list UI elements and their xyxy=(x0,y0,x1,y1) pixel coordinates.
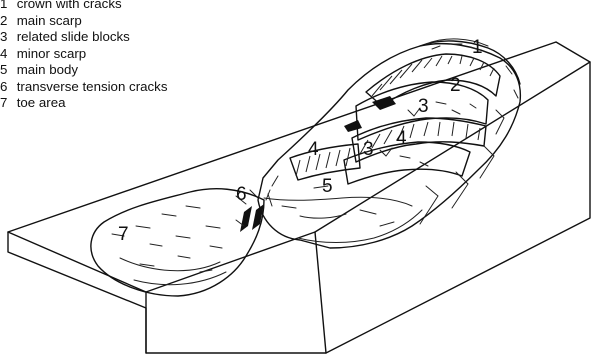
legend-item: 4 minor scarp xyxy=(0,46,167,63)
legend-item: 7 toe area xyxy=(0,95,167,112)
legend-label: toe area xyxy=(17,95,66,110)
callout-minor-scarp-left: 4 xyxy=(308,139,319,160)
minor-scarp-left xyxy=(290,144,360,180)
legend-item: 5 main body xyxy=(0,62,167,79)
legend-label: transverse tension cracks xyxy=(17,79,168,94)
callout-crown: 1 xyxy=(472,37,483,58)
callout-tension-cracks: 6 xyxy=(236,184,247,205)
legend-label: main body xyxy=(17,62,78,77)
legend-number: 2 xyxy=(0,13,13,30)
legend-label: main scarp xyxy=(17,13,82,28)
callout-main-body: 5 xyxy=(322,176,333,197)
legend-item: 1 crown with cracks xyxy=(0,0,167,13)
legend-number: 4 xyxy=(0,46,13,63)
legend-number: 6 xyxy=(0,79,13,96)
callout-slide-block-lower: 3 xyxy=(363,139,374,160)
legend-number: 1 xyxy=(0,0,13,13)
legend-number: 5 xyxy=(0,62,13,79)
legend-label: related slide blocks xyxy=(17,29,130,44)
legend-label: minor scarp xyxy=(17,46,86,61)
legend-label: crown with cracks xyxy=(17,0,122,11)
callout-main-scarp: 2 xyxy=(450,75,461,96)
legend-item: 3 related slide blocks xyxy=(0,29,167,46)
callout-slide-block-upper: 3 xyxy=(418,96,429,117)
legend-number: 7 xyxy=(0,95,13,112)
legend-item: 6 transverse tension cracks xyxy=(0,79,167,96)
callout-minor-scarp-right: 4 xyxy=(396,128,407,149)
legend-number: 3 xyxy=(0,29,13,46)
flank-fissures xyxy=(266,110,504,224)
legend-item: 2 main scarp xyxy=(0,13,167,30)
legend: 1 crown with cracks 2 main scarp 3 relat… xyxy=(0,0,167,112)
callout-toe: 7 xyxy=(118,224,129,245)
